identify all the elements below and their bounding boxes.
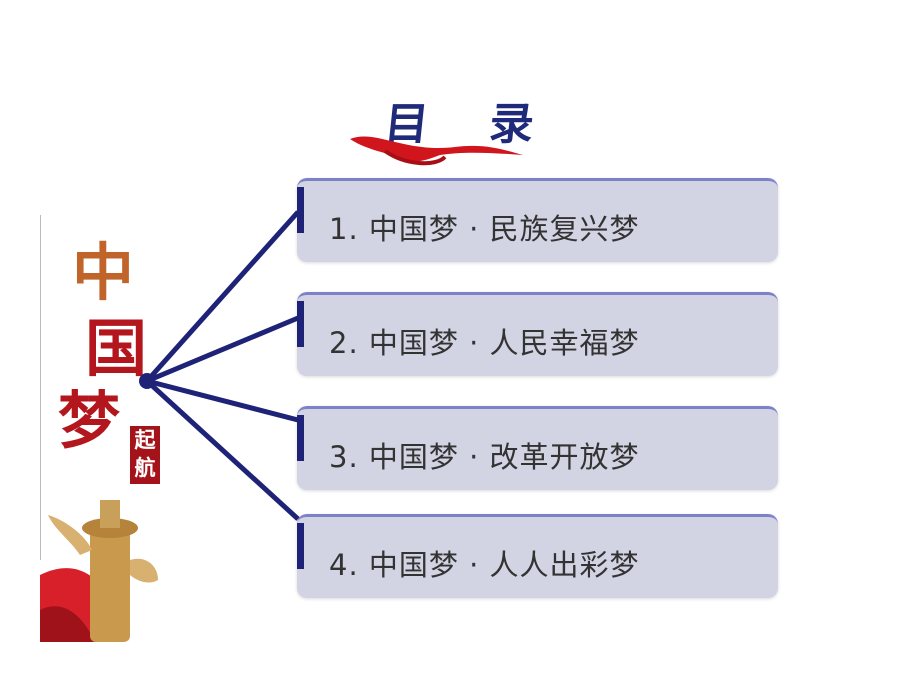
toc-item-label: 3. 中国梦 · 改革开放梦 bbox=[329, 440, 640, 474]
badge-char-1: 起 bbox=[134, 428, 156, 452]
calligraphy-zhong: 中 bbox=[72, 236, 135, 309]
toc-item-1[interactable]: 1. 中国梦 · 民族复兴梦 bbox=[297, 178, 778, 262]
item-accent-bar bbox=[297, 301, 304, 347]
huabiao-pillar-image bbox=[40, 500, 158, 642]
toc-item-label: 4. 中国梦 · 人人出彩梦 bbox=[329, 548, 640, 582]
item-accent-bar bbox=[297, 523, 304, 569]
item-accent-bar bbox=[297, 187, 304, 233]
toc-item-3[interactable]: 3. 中国梦 · 改革开放梦 bbox=[297, 406, 778, 490]
badge-char-2: 航 bbox=[134, 456, 156, 480]
item-accent-bar bbox=[297, 415, 304, 461]
divider-line bbox=[40, 215, 41, 560]
toc-item-label: 1. 中国梦 · 民族复兴梦 bbox=[329, 212, 640, 246]
calligraphy-guo: 国 bbox=[85, 312, 148, 385]
connector-3 bbox=[146, 378, 299, 423]
toc-item-4[interactable]: 4. 中国梦 · 人人出彩梦 bbox=[297, 514, 778, 598]
hub-dot bbox=[139, 373, 155, 389]
toc-item-label: 2. 中国梦 · 人民幸福梦 bbox=[329, 326, 640, 360]
toc-item-2[interactable]: 2. 中国梦 · 人民幸福梦 bbox=[297, 292, 778, 376]
connector-1 bbox=[145, 210, 300, 383]
calligraphy-meng: 梦 bbox=[58, 384, 121, 457]
connector-4 bbox=[145, 379, 300, 521]
qihang-badge: 起 航 bbox=[130, 426, 160, 484]
red-ribbon-decoration bbox=[350, 136, 523, 166]
connector-2 bbox=[146, 315, 299, 384]
